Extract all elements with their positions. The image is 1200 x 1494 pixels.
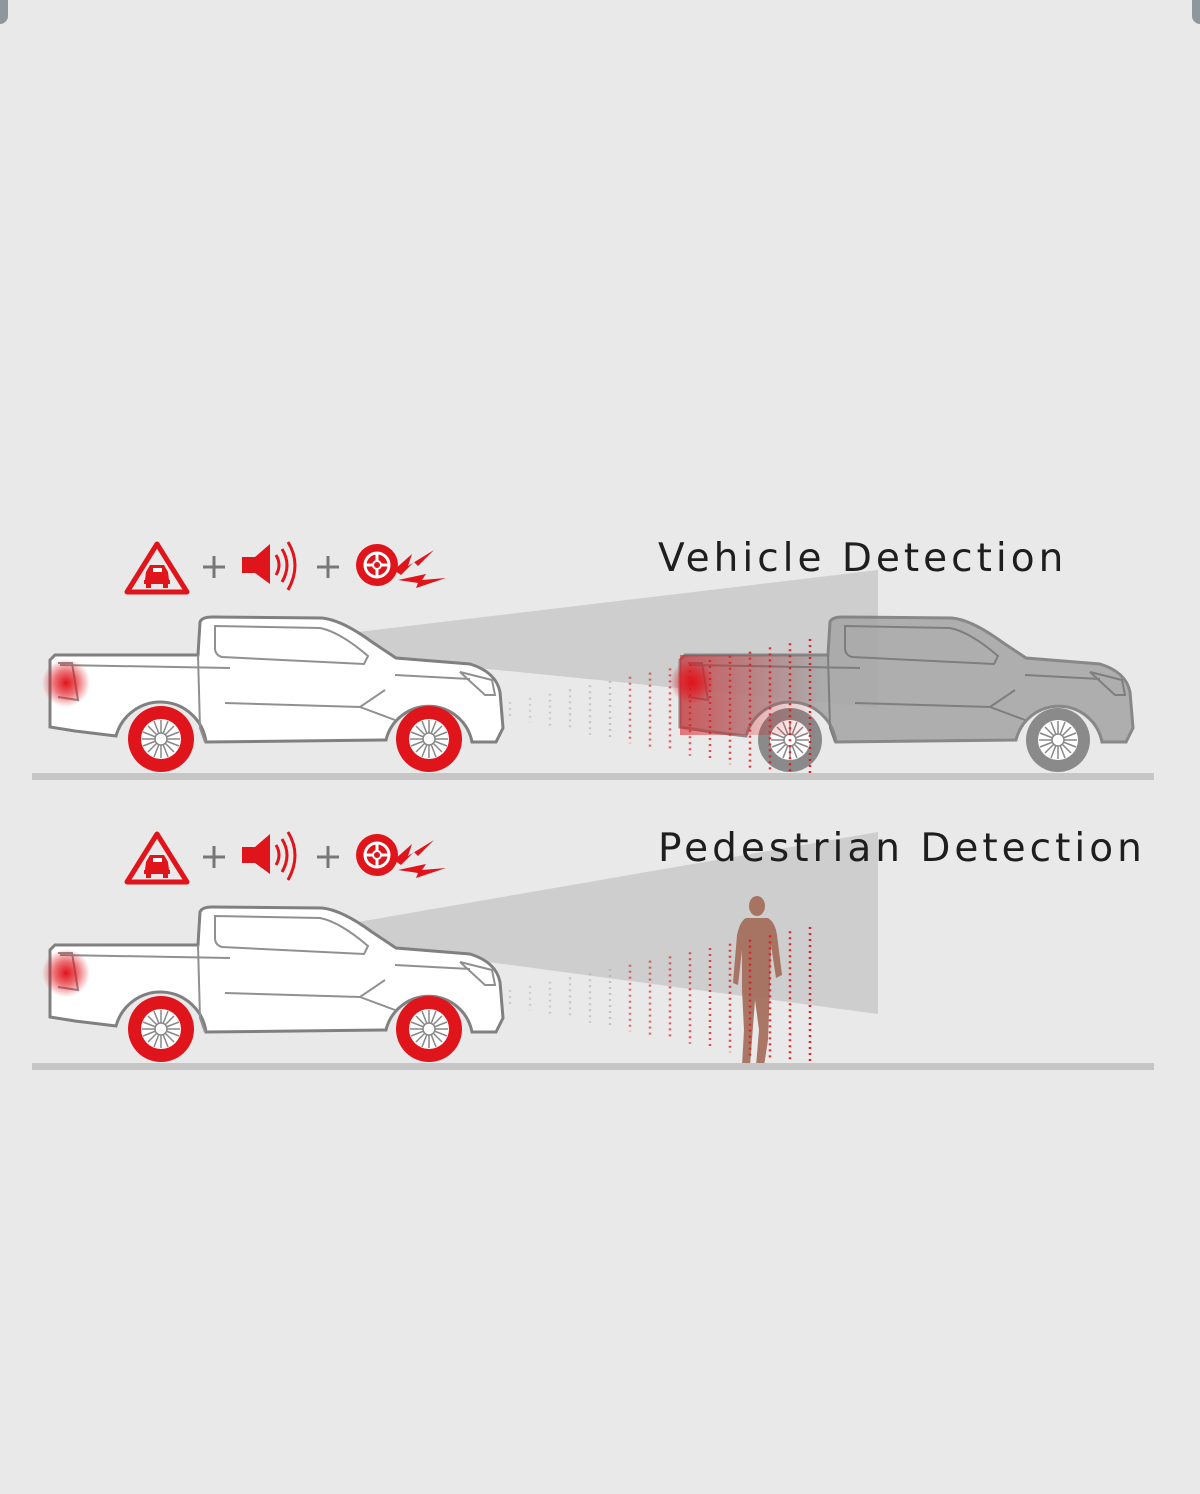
forward-collision-warning-icon <box>127 544 187 592</box>
plus-icon <box>315 844 341 870</box>
ground-line <box>32 1063 1154 1070</box>
warning-icons-vehicle <box>127 540 448 592</box>
ego-truck-pedestrian <box>42 905 505 1062</box>
alert-sound-icon <box>240 540 297 592</box>
brake-light <box>42 659 90 707</box>
pedestrian-detection-title: Pedestrian Detection <box>658 826 1146 871</box>
radar-waves-pedestrian <box>508 927 812 1069</box>
vehicle-detection-title: Vehicle Detection <box>658 536 1068 581</box>
ground-line <box>32 773 1154 780</box>
brake-light <box>42 949 90 997</box>
radar-waves-vehicle <box>508 639 812 781</box>
plus-icon <box>201 554 227 580</box>
window-corner-left <box>0 0 8 24</box>
target-brake-light <box>670 660 714 704</box>
plus-icon <box>201 844 227 870</box>
forward-collision-warning-icon <box>127 834 187 882</box>
auto-brake-icon <box>354 542 448 590</box>
plus-icon <box>315 554 341 580</box>
ego-truck-vehicle <box>42 615 505 772</box>
auto-brake-icon <box>354 832 448 880</box>
alert-sound-icon <box>240 830 297 882</box>
warning-icons-pedestrian <box>127 830 448 882</box>
window-corner-right <box>1192 0 1200 24</box>
